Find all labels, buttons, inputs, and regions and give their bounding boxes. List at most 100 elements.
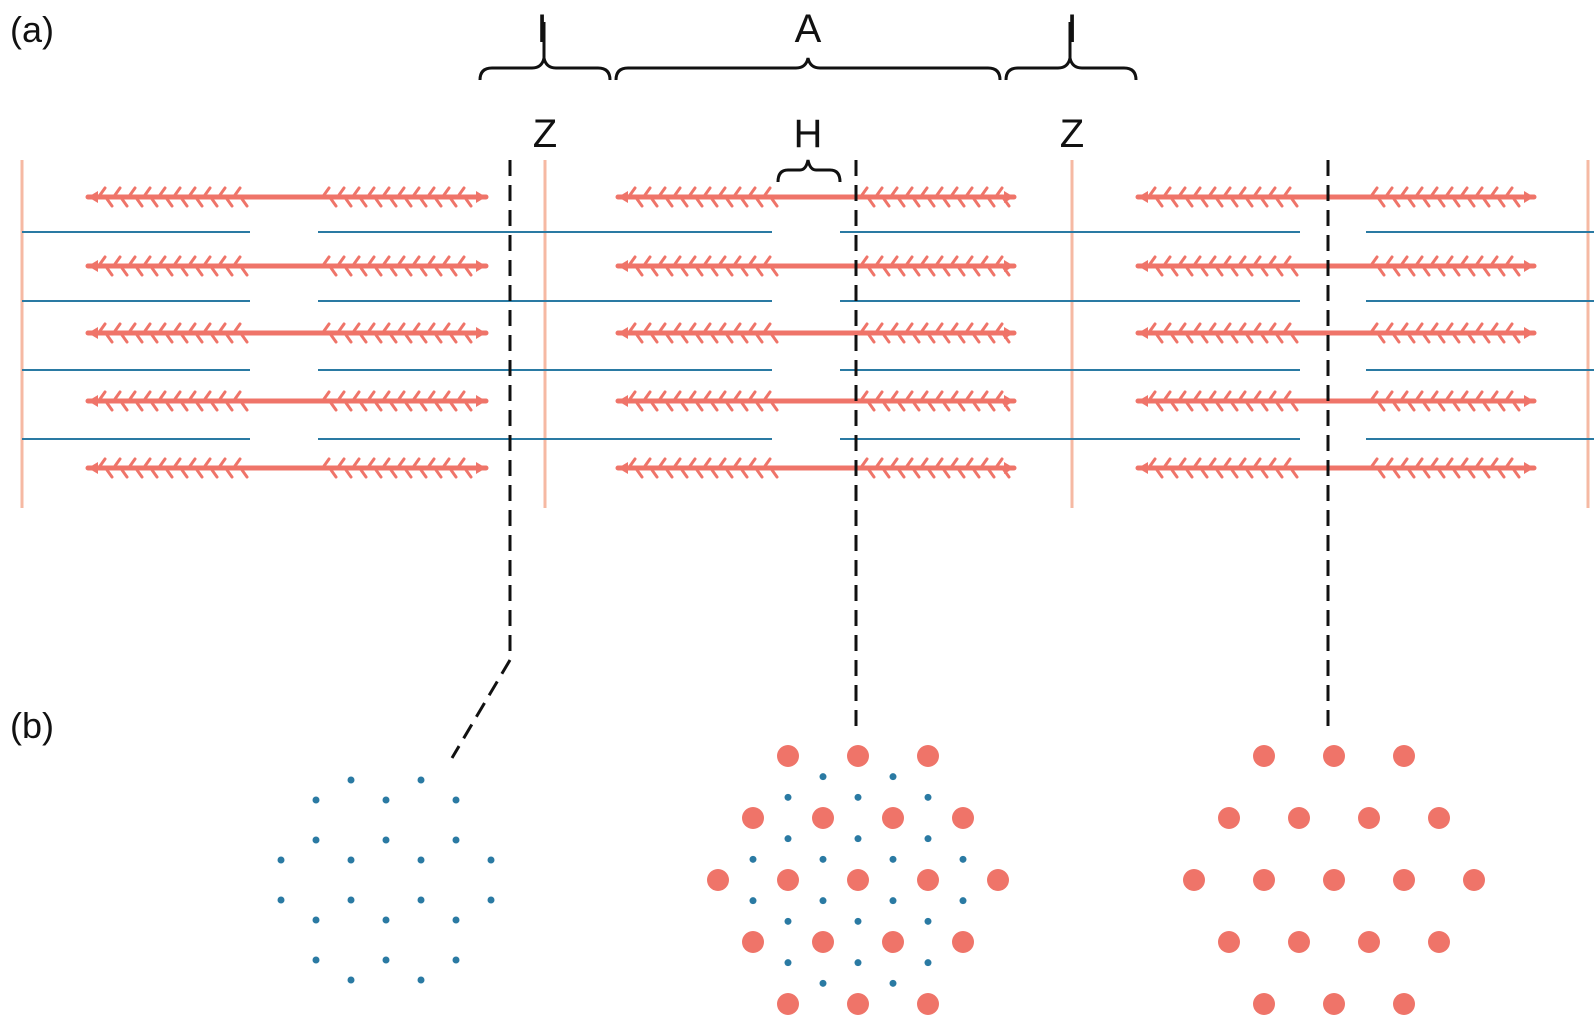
thin-filament-dot xyxy=(487,856,495,864)
myosin-heads xyxy=(628,322,1011,344)
thick-filament-dot xyxy=(1358,931,1380,953)
thick-filament-dot xyxy=(1428,931,1450,953)
thick-filament-dot xyxy=(777,745,799,767)
thin-filament-dot xyxy=(452,836,460,844)
thin-filament-dot xyxy=(854,917,862,925)
thin-filament-dot xyxy=(312,916,320,924)
thin-filament-dot xyxy=(819,897,827,905)
myosin-heads xyxy=(98,322,473,344)
brace-i-right xyxy=(1004,57,1138,81)
thin-filament-dot xyxy=(784,959,792,967)
thin-filament-dot xyxy=(347,856,355,864)
myosin-heads xyxy=(1148,255,1521,277)
thick-filament xyxy=(1135,457,1537,479)
brace-h-zone xyxy=(776,159,842,183)
thin-filament-dot xyxy=(487,896,495,904)
myosin-heads xyxy=(98,457,473,479)
thick-filament-dot xyxy=(1393,869,1415,891)
thick-filament-end xyxy=(88,260,98,272)
thin-filament-dot xyxy=(417,976,425,984)
line-label-z-left: Z xyxy=(533,112,557,156)
thick-filament-end xyxy=(1138,327,1148,339)
thin-filament-dot xyxy=(417,776,425,784)
thick-filament xyxy=(85,186,489,208)
thick-filament xyxy=(1135,322,1537,344)
thick-filament-dot xyxy=(1393,993,1415,1015)
thick-filament-dot xyxy=(1218,807,1240,829)
thin-filament-dot xyxy=(784,917,792,925)
thick-filament xyxy=(615,186,1017,208)
thin-filament-dot xyxy=(924,835,932,843)
thick-filament-end xyxy=(1524,327,1534,339)
thick-filament-dot xyxy=(1288,931,1310,953)
thick-filament xyxy=(85,457,489,479)
thin-filament-dot xyxy=(277,856,285,864)
band-label-a: A xyxy=(795,7,822,51)
thick-filament-dot xyxy=(917,993,939,1015)
thick-filament-dot xyxy=(742,807,764,829)
thick-filament xyxy=(615,457,1017,479)
thick-filament-dot xyxy=(1323,993,1345,1015)
thin-filament-dot xyxy=(312,796,320,804)
thick-filament-dot xyxy=(1428,807,1450,829)
thin-filament-dot xyxy=(382,836,390,844)
thick-filament xyxy=(1135,390,1537,412)
thick-filament-end xyxy=(88,462,98,474)
panel-label-a: (a) xyxy=(10,9,54,50)
thick-filament-dot xyxy=(1463,869,1485,891)
thin-filament-dot xyxy=(382,796,390,804)
line-label-z-right: Z xyxy=(1060,112,1084,156)
thick-filament-dot xyxy=(952,807,974,829)
myosin-heads xyxy=(628,457,1011,479)
thin-filament-dot xyxy=(312,836,320,844)
thin-filament-dot xyxy=(854,835,862,843)
thin-filament-dot xyxy=(452,956,460,964)
thick-filament-end xyxy=(1524,462,1534,474)
thin-filament-dot xyxy=(854,959,862,967)
thin-filament-dot xyxy=(889,855,897,863)
thick-filament-end xyxy=(1138,191,1148,203)
thick-filament-dot xyxy=(847,869,869,891)
myosin-heads xyxy=(1148,457,1521,479)
thin-filaments xyxy=(22,231,1594,440)
thick-filament-end xyxy=(1138,260,1148,272)
thick-filament-dot xyxy=(707,869,729,891)
thin-filament-dot xyxy=(924,917,932,925)
thin-filament-dot xyxy=(819,979,827,987)
thin-filament-dot xyxy=(959,855,967,863)
cross-sections xyxy=(277,745,1485,1015)
thick-filament-end xyxy=(476,395,486,407)
thin-filament-dot xyxy=(452,796,460,804)
thin-filament-dot xyxy=(452,916,460,924)
thick-filament-dot xyxy=(847,993,869,1015)
band-label-i-left: I xyxy=(536,7,547,51)
myosin-heads xyxy=(628,186,1011,208)
thick-filament-end xyxy=(618,327,628,339)
myosin-heads xyxy=(628,390,1011,412)
thin-filament-dot xyxy=(749,897,757,905)
thick-filament-end xyxy=(618,191,628,203)
thick-filament-end xyxy=(1524,191,1534,203)
thick-filament-dot xyxy=(1253,869,1275,891)
thick-filament-end xyxy=(88,395,98,407)
guide-i-band xyxy=(450,160,512,759)
panel-label-b: (b) xyxy=(10,705,54,746)
thick-filament-dot xyxy=(1183,869,1205,891)
myosin-heads xyxy=(1148,186,1521,208)
thin-filament-dot xyxy=(784,835,792,843)
myosin-heads xyxy=(98,255,473,277)
thick-filament-end xyxy=(618,395,628,407)
thick-filament-dot xyxy=(1218,931,1240,953)
thick-filament-dot xyxy=(742,931,764,953)
myosin-heads xyxy=(98,186,473,208)
myosin-heads xyxy=(628,255,1011,277)
z-lines xyxy=(20,160,1590,508)
thick-filament-dot xyxy=(1358,807,1380,829)
thin-filament-dot xyxy=(924,793,932,801)
thin-filament-dot xyxy=(889,897,897,905)
thick-filament-dot xyxy=(812,931,834,953)
brace-i-left xyxy=(478,57,612,81)
thin-filament-dot xyxy=(749,855,757,863)
thick-filament-dot xyxy=(1288,807,1310,829)
